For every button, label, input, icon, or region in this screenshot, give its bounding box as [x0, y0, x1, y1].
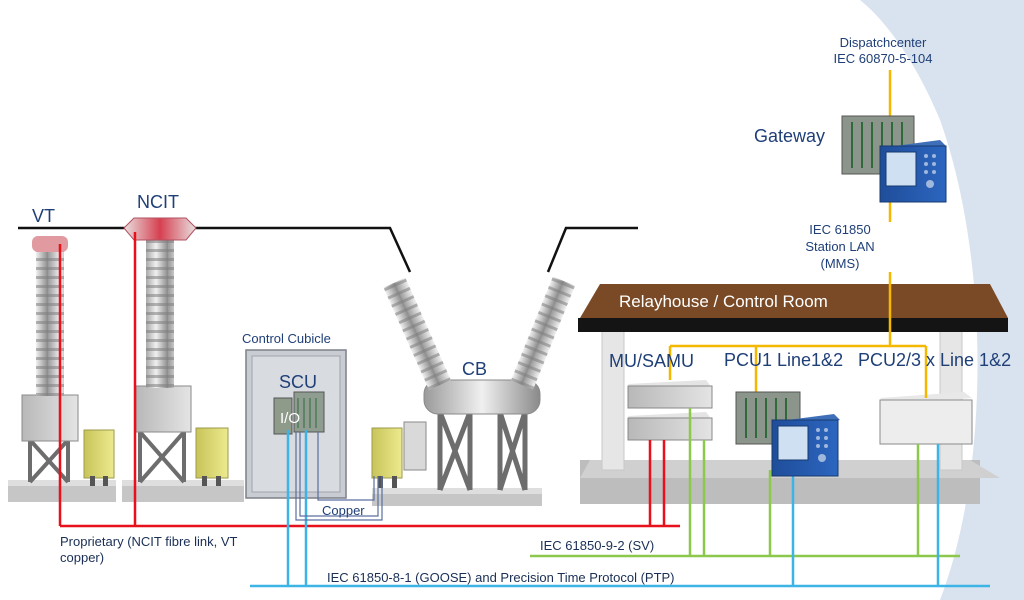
proprietary-label-line1: Proprietary (NCIT fibre link, VT [60, 534, 238, 549]
dispatch-label-line1: Dispatchcenter [839, 35, 927, 50]
ncit-label: NCIT [137, 192, 179, 212]
dispatch-label-line2: IEC 60870-5-104 [833, 51, 933, 66]
mu-samu-units [627, 380, 713, 441]
cb-label: CB [462, 359, 488, 379]
proprietary-label: Proprietary (NCIT fibre link, VT copper) [60, 534, 237, 566]
gateway-device [841, 115, 947, 203]
relayhouse-label: Relayhouse / Control Room [619, 292, 828, 311]
proprietary-label-line2: copper) [60, 550, 105, 565]
relayhouse-building [578, 284, 1008, 504]
goose-lines [250, 430, 990, 588]
vt-equipment [8, 236, 116, 502]
gateway-label: Gateway [754, 126, 826, 146]
roof [580, 284, 1008, 318]
scu-label: SCU [279, 372, 318, 392]
station-lan-line2: Station LAN [805, 239, 875, 254]
station-lan-line1: IEC 61850 [809, 222, 871, 237]
pcu23-box [879, 392, 973, 445]
pcu1-device [735, 391, 840, 477]
dispatch-label: Dispatchcenter IEC 60870-5-104 [808, 35, 958, 67]
mu-samu-label: MU/SAMU [609, 351, 694, 371]
circuit-breaker [371, 276, 576, 506]
background-sweep [860, 0, 1024, 600]
station-lan-label: IEC 61850 Station LAN (MMS) [780, 221, 900, 272]
station-lan-lines [668, 70, 928, 398]
station-lan-line3: (MMS) [820, 256, 860, 271]
proprietary-lines [58, 232, 680, 528]
hv-line [18, 226, 412, 273]
io-label: I/O [280, 410, 301, 427]
pcu1-label: PCU1 Line1&2 [724, 350, 844, 370]
vt-label: VT [32, 206, 56, 226]
ncit-equipment [122, 217, 244, 502]
copper-link [295, 432, 383, 521]
goose-bus-label: IEC 61850-8-1 (GOOSE) and Precision Time… [327, 570, 675, 585]
copper-label: Copper [322, 503, 365, 518]
sv-bus-label: IEC 61850-9-2 (SV) [540, 538, 655, 553]
control-cubicle-label: Control Cubicle [242, 331, 331, 346]
hv-line-right [546, 226, 638, 273]
sv-lines [530, 408, 960, 558]
pcu23-label: PCU2/3 x Line 1&2 [858, 350, 1012, 370]
